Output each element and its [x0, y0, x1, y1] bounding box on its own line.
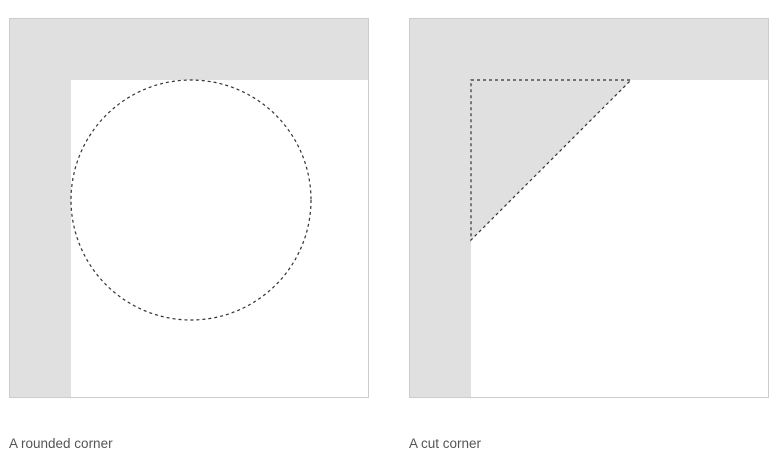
cut-corner-diagram	[409, 18, 769, 398]
rounded-corner-guide-circle	[70, 79, 312, 321]
rounded-corner-diagram	[9, 18, 369, 398]
cut-corner-guide-triangle	[470, 79, 633, 242]
rounded-corner-left-band	[10, 19, 71, 397]
rounded-corner-figure	[9, 18, 369, 398]
cut-corner-caption: A cut corner	[409, 436, 482, 451]
cut-corner-left-band	[410, 19, 471, 397]
rounded-corner-caption: A rounded corner	[9, 436, 113, 451]
cut-corner-figure	[409, 18, 769, 398]
